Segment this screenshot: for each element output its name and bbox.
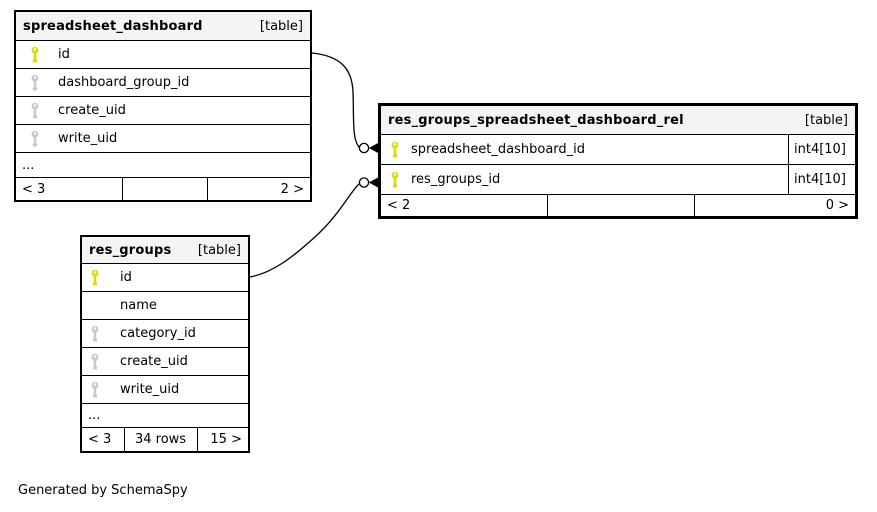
column-name: id: [120, 270, 132, 285]
column-name: res_groups_id: [411, 172, 501, 187]
related-count-right: 0 >: [693, 195, 855, 216]
column-row-category-id[interactable]: category_id: [82, 319, 248, 347]
related-count-left: < 3: [22, 181, 46, 197]
primary-key-icon: [90, 269, 100, 286]
table-node-res-groups-spreadsheet-dashboard-rel[interactable]: res_groups_spreadsheet_dashboard_rel [ta…: [378, 103, 858, 219]
column-row-id[interactable]: id: [82, 263, 248, 291]
table-footer: < 3 34 rows 15 >: [82, 427, 248, 451]
column-name: spreadsheet_dashboard_id: [411, 142, 586, 157]
table-type-badge: [table]: [197, 242, 241, 258]
relationship-line-dashboard: [311, 52, 378, 154]
generated-by-credit: Generated by SchemaSpy: [18, 483, 188, 498]
table-type-badge: [table]: [804, 112, 848, 128]
column-row-name[interactable]: name: [82, 291, 248, 319]
column-row-write-uid[interactable]: write_uid: [82, 375, 248, 403]
column-type: int4[10]: [788, 135, 855, 164]
table-type-badge: [table]: [259, 18, 303, 34]
related-count-right: 15 >: [196, 428, 248, 451]
foreign-key-icon: [30, 74, 40, 91]
table-node-res-groups[interactable]: res_groups [table] id name category_id c…: [80, 235, 250, 453]
column-row-write-uid[interactable]: write_uid: [16, 124, 310, 152]
related-count-left: < 2: [387, 198, 411, 213]
column-name: create_uid: [58, 103, 126, 118]
column-name: create_uid: [120, 354, 188, 369]
column-row-id[interactable]: id: [16, 40, 310, 68]
foreign-key-icon: [90, 381, 100, 398]
primary-key-icon: [30, 46, 40, 63]
column-type: int4[10]: [788, 165, 855, 194]
row-count: [546, 195, 694, 216]
related-count-right: 2 >: [207, 178, 310, 200]
foreign-key-icon: [30, 102, 40, 119]
column-name: write_uid: [58, 131, 118, 146]
column-name: id: [58, 47, 70, 62]
table-header[interactable]: spreadsheet_dashboard [table]: [16, 12, 310, 40]
table-header[interactable]: res_groups_spreadsheet_dashboard_rel [ta…: [381, 106, 855, 134]
column-name: category_id: [120, 326, 196, 341]
hidden-columns-ellipsis: ...: [82, 403, 248, 427]
column-row-res-groups-id[interactable]: res_groups_id int4[10]: [381, 164, 855, 194]
hidden-columns-ellipsis: ...: [16, 152, 310, 177]
column-row-dashboard-group-id[interactable]: dashboard_group_id: [16, 68, 310, 96]
cardinality-circle-icon: [358, 142, 370, 154]
column-name: dashboard_group_id: [58, 75, 190, 90]
table-title[interactable]: res_groups: [89, 242, 172, 258]
primary-key-icon: [390, 171, 400, 188]
foreign-key-icon: [90, 353, 100, 370]
column-row-create-uid[interactable]: create_uid: [82, 347, 248, 375]
cardinality-circle-icon: [358, 177, 370, 188]
column-row-spreadsheet-dashboard-id[interactable]: spreadsheet_dashboard_id int4[10]: [381, 134, 855, 164]
column-name: write_uid: [120, 382, 180, 397]
table-node-spreadsheet-dashboard[interactable]: spreadsheet_dashboard [table] id dashboa…: [14, 10, 312, 202]
row-count: [121, 178, 207, 200]
table-footer: < 3 2 >: [16, 177, 310, 200]
row-count: 34 rows: [123, 428, 197, 451]
table-title[interactable]: spreadsheet_dashboard: [23, 18, 203, 34]
table-header[interactable]: res_groups [table]: [82, 237, 248, 263]
column-name: name: [120, 298, 157, 313]
column-row-create-uid[interactable]: create_uid: [16, 96, 310, 124]
foreign-key-icon: [90, 325, 100, 342]
foreign-key-icon: [30, 130, 40, 147]
table-footer: < 2 0 >: [381, 194, 855, 216]
related-count-left: < 3: [88, 432, 112, 447]
arrowhead-icon: [368, 177, 378, 188]
arrowhead-icon: [368, 143, 378, 153]
primary-key-icon: [390, 141, 400, 158]
table-title[interactable]: res_groups_spreadsheet_dashboard_rel: [388, 112, 684, 128]
